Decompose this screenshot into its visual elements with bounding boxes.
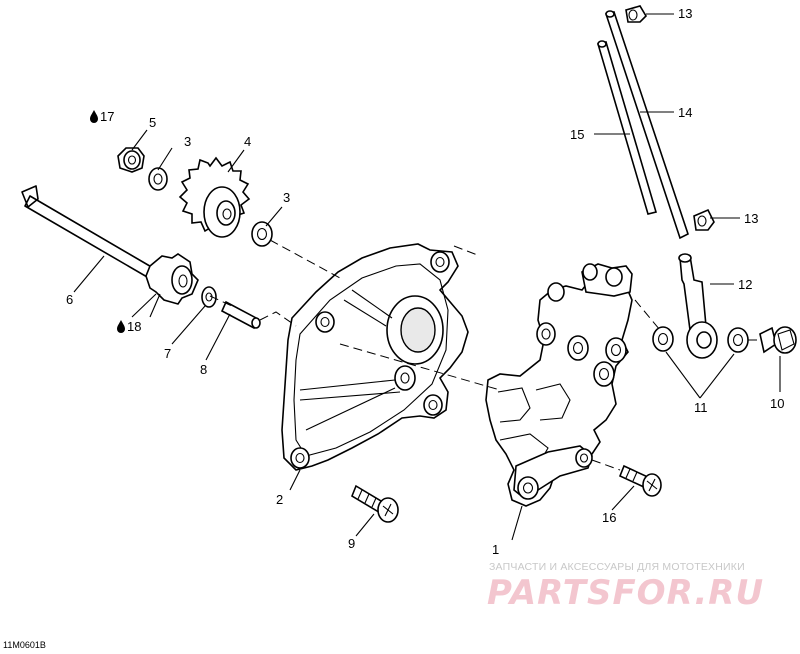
callout-15: 15 [570, 127, 584, 142]
part-4-drive-gear [178, 156, 251, 238]
callout-8: 8 [200, 362, 207, 377]
callout-17-group: 17 [90, 109, 114, 124]
callout-13-upper: 13 [678, 6, 692, 21]
callout-12: 12 [738, 277, 752, 292]
part-16-screw [618, 464, 662, 497]
part-13-clip-lower [693, 208, 715, 231]
oil-drop-icon [117, 320, 125, 333]
drawing-reference-code: 11M0601B [3, 640, 46, 650]
part-11-sealing-washer-right [727, 327, 749, 353]
callout-5: 5 [149, 115, 156, 130]
part-5-nut [117, 147, 145, 173]
callout-13-lower: 13 [744, 211, 758, 226]
callout-labels: 1 2 3 3 4 5 6 7 8 9 10 11 12 13 13 14 15… [66, 6, 784, 557]
part-9-screw [351, 484, 399, 523]
callout-16: 16 [602, 510, 616, 525]
part-8-dowel-pin [220, 300, 261, 330]
part-3-washer-upper [148, 167, 168, 191]
callout-10: 10 [770, 396, 784, 411]
callout-1: 1 [492, 542, 499, 557]
callout-14: 14 [678, 105, 692, 120]
callout-18-group: 18 [117, 319, 141, 334]
part-6-pump-shaft [21, 185, 199, 305]
part-10-banjo-bolt [759, 326, 797, 354]
part-11-sealing-washer-left [652, 326, 674, 352]
callout-18: 18 [127, 319, 141, 334]
part-14-oil-line [604, 10, 689, 240]
part-13-clip-upper [625, 5, 648, 23]
part-15-oil-line [596, 40, 658, 215]
oil-drop-icon [90, 110, 98, 123]
callout-6: 6 [66, 292, 73, 307]
callout-4: 4 [244, 134, 251, 149]
part-6-pinion-gear [145, 253, 199, 305]
callout-3a: 3 [184, 134, 191, 149]
callout-11: 11 [694, 400, 708, 415]
part-2-pump-cover [281, 243, 469, 471]
callout-2: 2 [276, 492, 283, 507]
part-1-oil-pump-body [485, 263, 633, 507]
watermark-logo: PARTSFOR.RU [487, 573, 765, 613]
leader-lines [73, 13, 781, 541]
watermark-caption: ЗАПЧАСТИ И АКСЕССУАРЫ ДЛЯ МОТОТЕХНИКИ [489, 561, 745, 573]
callout-17: 17 [100, 109, 114, 124]
part-12-banjo-fitting [678, 253, 718, 359]
callout-7: 7 [164, 346, 171, 361]
part-3-washer-lower [251, 221, 273, 247]
assembly-axis-lines [209, 239, 760, 471]
callout-9: 9 [348, 536, 355, 551]
callout-3b: 3 [283, 190, 290, 205]
part-7-washer [201, 286, 217, 308]
